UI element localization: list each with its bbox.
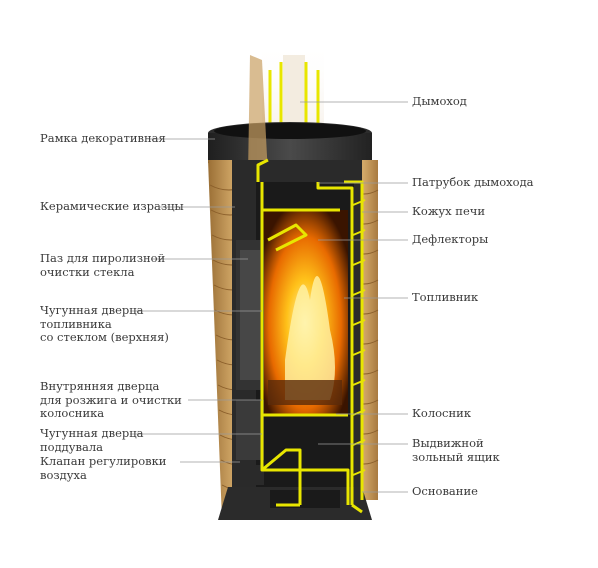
label-line: воздуха [40,467,87,482]
firebox-fire [262,210,348,415]
label-line: Внутрянняя дверца [40,379,160,393]
label-grate: Колосник [412,406,472,420]
cast-iron-doors [236,240,264,485]
label-line: Клапан регулировки [40,454,167,468]
label-line: со стеклом (верхняя) [40,330,169,344]
label-line: зольный ящик [412,449,500,464]
label-chimney: Дымоход [412,94,467,108]
label-line: поддувала [40,439,104,454]
label-base: Основание [412,484,478,498]
label-ash-door: Чугунная дверца поддувала [40,426,144,454]
label-line: Выдвижной [412,436,484,450]
label-stove-casing: Кожух печи [412,204,486,218]
label-pyrolysis-groove: Паз для пиролизной очистки стекла [40,251,166,279]
label-ash-drawer: Выдвижной зольный ящик [412,436,500,464]
label-cast-iron-upper-door: Чугунная дверца топливника со стеклом (в… [40,303,169,345]
label-line: Чугунная дверца [40,426,144,440]
label-chimney-pipe: Патрубок дымохода [412,175,534,189]
label-firebox: Топливник [412,290,479,304]
label-line: очистки стекла [40,264,135,279]
section-outline [256,158,364,514]
label-line: Чугунная дверца [40,303,144,317]
label-line: для розжига и очистки [40,392,182,407]
label-ceramic-tiles: Керамические изразцы [40,199,184,213]
decorative-frame [208,122,372,163]
label-line: Паз для пиролизной [40,251,166,265]
label-air-valve: Клапан регулировки воздуха [40,454,167,482]
label-line: колосника [40,406,105,420]
label-decorative-frame: Рамка декоративная [40,131,166,145]
casing-ribs [352,199,366,476]
label-line: топливника [40,316,112,331]
label-inner-door: Внутрянняя дверца для розжига и очистки … [40,379,182,421]
leader-lines [130,101,408,493]
label-deflectors: Дефлекторы [412,232,489,246]
